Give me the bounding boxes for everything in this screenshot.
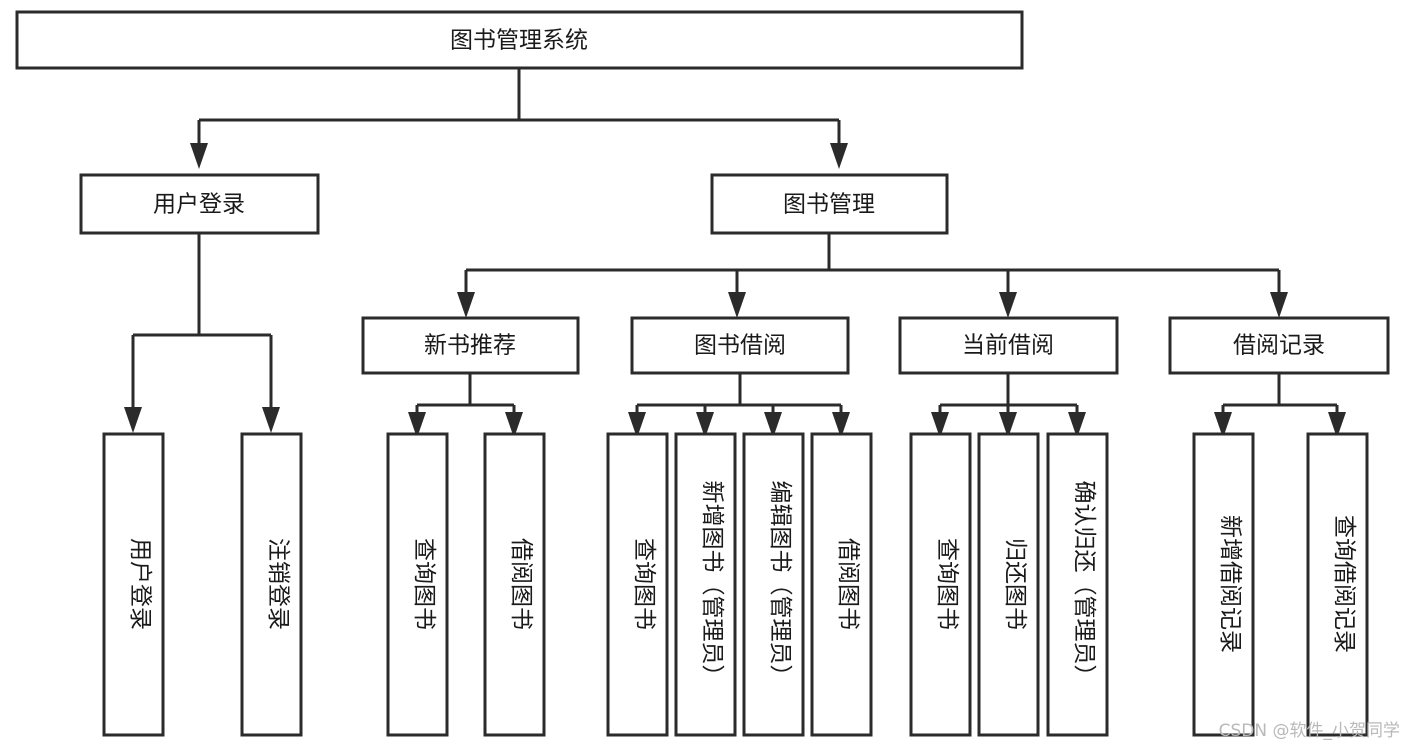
node-leaf-add-record[interactable]: 新增借阅记录 xyxy=(1192,432,1255,737)
node-new-book-recommend-box[interactable] xyxy=(361,316,580,375)
node-book-manage-label: 图书管理 xyxy=(783,192,875,218)
node-new-book-recommend-label: 新书推荐 xyxy=(424,333,516,359)
node-leaf-add-book-label: 新增图书（管理员） xyxy=(699,481,725,688)
node-leaf-query-book-3[interactable]: 查询图书 xyxy=(909,432,972,737)
node-leaf-confirm-return-label: 确认归还（管理员） xyxy=(1071,481,1097,688)
node-leaf-query-record-label: 查询借阅记录 xyxy=(1331,515,1357,653)
node-borrow-record[interactable]: 借阅记录 xyxy=(1168,316,1390,375)
node-book-borrow-box[interactable] xyxy=(630,316,850,375)
node-book-borrow[interactable]: 图书借阅 xyxy=(630,316,850,375)
node-user-login[interactable]: 用户登录 xyxy=(79,173,320,235)
node-leaf-add-record-label: 新增借阅记录 xyxy=(1217,515,1243,653)
node-leaf-borrow-book-1-box[interactable] xyxy=(483,432,546,737)
node-leaf-query-book-1-label: 查询图书 xyxy=(411,538,437,630)
node-leaf-query-record-box[interactable] xyxy=(1306,432,1369,737)
node-leaf-confirm-return[interactable]: 确认归还（管理员） xyxy=(1046,432,1109,737)
node-current-borrow-box[interactable] xyxy=(898,316,1119,375)
node-leaf-borrow-book-2-box[interactable] xyxy=(810,432,873,737)
node-leaf-query-book-3-box[interactable] xyxy=(909,432,972,737)
arrowhead-user-login xyxy=(190,143,208,169)
node-user-login-label: 用户登录 xyxy=(153,192,245,218)
node-leaf-edit-book[interactable]: 编辑图书（管理员） xyxy=(742,432,805,737)
node-current-borrow[interactable]: 当前借阅 xyxy=(898,316,1119,375)
node-leaf-return-book-box[interactable] xyxy=(977,432,1040,737)
node-borrow-record-label: 借阅记录 xyxy=(1233,333,1325,359)
node-leaf-confirm-return-box[interactable] xyxy=(1046,432,1109,737)
node-leaf-user-logout-label: 注销登录 xyxy=(265,538,291,630)
node-book-manage-box[interactable] xyxy=(710,173,949,235)
node-leaf-return-book-label: 归还图书 xyxy=(1002,538,1028,630)
node-leaf-user-logout[interactable]: 注销登录 xyxy=(240,432,303,737)
node-leaf-user-logout-box[interactable] xyxy=(240,432,303,737)
arrowhead-new-book-recommend xyxy=(457,292,475,318)
node-root-box[interactable] xyxy=(15,10,1024,70)
node-leaf-add-book-box[interactable] xyxy=(674,432,737,737)
node-leaf-edit-book-box[interactable] xyxy=(742,432,805,737)
node-leaf-user-login-label: 用户登录 xyxy=(127,538,153,630)
csdn-watermark: CSDN @软件_小贺同学 xyxy=(1219,721,1400,741)
node-new-book-recommend[interactable]: 新书推荐 xyxy=(361,316,580,375)
node-leaf-borrow-book-1-label: 借阅图书 xyxy=(508,538,534,630)
node-root-label: 图书管理系统 xyxy=(450,28,588,54)
node-leaf-query-book-2-box[interactable] xyxy=(606,432,669,737)
node-root[interactable]: 图书管理系统 xyxy=(15,10,1024,70)
node-leaf-query-book-1[interactable]: 查询图书 xyxy=(386,432,449,737)
node-leaf-user-login[interactable]: 用户登录 xyxy=(102,432,165,737)
node-leaf-return-book[interactable]: 归还图书 xyxy=(977,432,1040,737)
arrowhead-current-borrow xyxy=(999,292,1017,318)
node-leaf-edit-book-label: 编辑图书（管理员） xyxy=(767,481,793,688)
node-leaf-query-book-1-box[interactable] xyxy=(386,432,449,737)
node-borrow-record-box[interactable] xyxy=(1168,316,1390,375)
node-leaf-borrow-book-2-label: 借阅图书 xyxy=(835,538,861,630)
node-leaf-query-book-2-label: 查询图书 xyxy=(631,538,657,630)
arrowhead-leaf-user-logout xyxy=(262,407,280,433)
arrowhead-borrow-record xyxy=(1270,292,1288,318)
node-user-login-box[interactable] xyxy=(79,173,320,235)
arrowhead-book-manage xyxy=(830,143,848,169)
node-leaf-query-record[interactable]: 查询借阅记录 xyxy=(1306,432,1369,737)
arrowhead-book-borrow xyxy=(728,292,746,318)
arrowhead-leaf-user-login xyxy=(124,407,142,433)
node-current-borrow-label: 当前借阅 xyxy=(962,333,1054,359)
node-leaf-add-record-box[interactable] xyxy=(1192,432,1255,737)
node-leaf-query-book-2[interactable]: 查询图书 xyxy=(606,432,669,737)
node-book-borrow-label: 图书借阅 xyxy=(694,333,786,359)
node-leaf-add-book[interactable]: 新增图书（管理员） xyxy=(674,432,737,737)
node-leaf-user-login-box[interactable] xyxy=(102,432,165,737)
node-leaf-borrow-book-1[interactable]: 借阅图书 xyxy=(483,432,546,737)
node-book-manage[interactable]: 图书管理 xyxy=(710,173,949,235)
edge-layer xyxy=(124,68,1346,438)
node-leaf-query-book-3-label: 查询图书 xyxy=(934,538,960,630)
node-leaf-borrow-book-2[interactable]: 借阅图书 xyxy=(810,432,873,737)
